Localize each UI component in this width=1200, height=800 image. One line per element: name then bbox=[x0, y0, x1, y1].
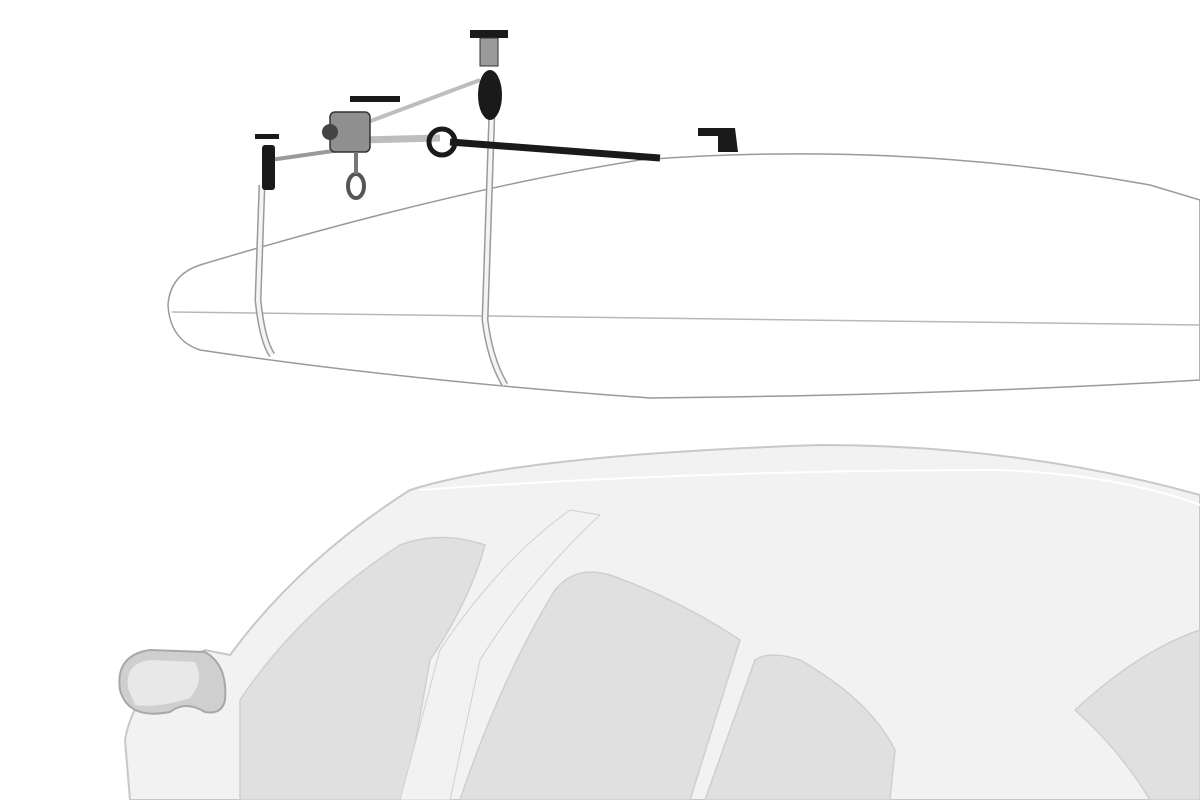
rear-strap-inner bbox=[482, 109, 507, 387]
crank-loop bbox=[426, 126, 458, 158]
rope-upper bbox=[359, 78, 481, 127]
car-roof-line bbox=[419, 468, 1200, 506]
windshield bbox=[239, 536, 486, 800]
pulley-mount bbox=[479, 37, 499, 67]
swivel-hook bbox=[346, 172, 366, 200]
car bbox=[118, 443, 1200, 800]
front-strap-inner bbox=[255, 184, 274, 357]
front-bracket bbox=[262, 145, 275, 190]
rope-to-pulley bbox=[269, 148, 341, 162]
a-pillar bbox=[399, 509, 602, 800]
lifting-straps bbox=[254, 109, 509, 387]
side-mirror-glass bbox=[127, 660, 199, 706]
winch-knob bbox=[322, 124, 338, 140]
rear-window bbox=[1073, 629, 1200, 800]
winch-ceiling-plate bbox=[350, 96, 400, 102]
cargo-box bbox=[167, 153, 1200, 399]
top-pulley bbox=[478, 70, 502, 120]
cargo-box-shell bbox=[167, 153, 1200, 399]
pulley-ceiling-plate bbox=[470, 30, 508, 38]
rear-side-window bbox=[704, 654, 896, 800]
front-side-window bbox=[459, 571, 741, 800]
crank-shaft bbox=[359, 134, 441, 144]
hoist-hardware bbox=[255, 30, 738, 200]
front-ceiling-plate bbox=[255, 134, 279, 139]
crossbar bbox=[449, 138, 661, 162]
rear-bracket bbox=[698, 128, 738, 152]
